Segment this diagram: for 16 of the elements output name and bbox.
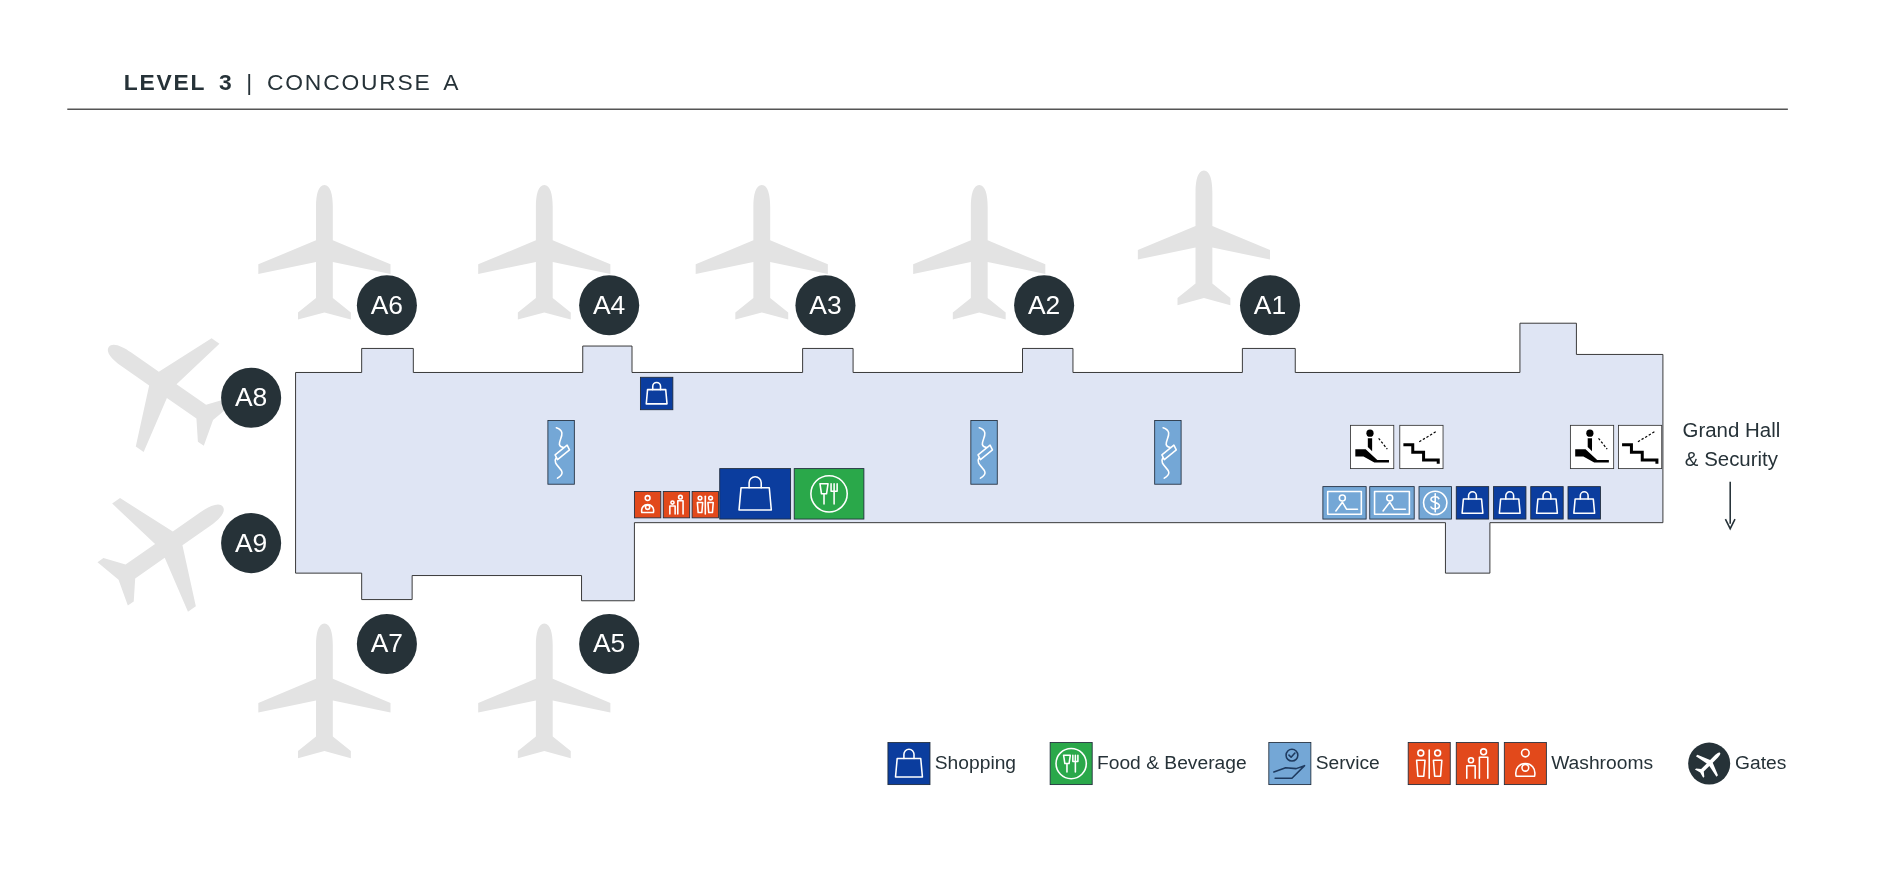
legend-label: Food & Beverage <box>1097 751 1247 775</box>
gate-marker: A9 <box>221 513 282 574</box>
gate-marker: A1 <box>1240 275 1301 336</box>
gate-marker: A8 <box>221 367 282 428</box>
gate-marker: A4 <box>579 275 640 336</box>
legend-label: Gates <box>1735 751 1787 775</box>
gate-marker: A3 <box>795 275 856 336</box>
gate-marker: A2 <box>1014 275 1075 336</box>
legend-label: Shopping <box>934 751 1017 775</box>
gate-marker: A6 <box>356 275 417 336</box>
legend-label: Washrooms <box>1551 751 1653 775</box>
gate-marker: A5 <box>579 614 640 675</box>
page-title: LEVEL 3 | CONCOURSE A <box>123 69 461 97</box>
destination-label: Grand Hall & Security <box>1681 418 1782 473</box>
legend-label: Service <box>1315 751 1380 775</box>
gate-marker: A7 <box>356 614 417 675</box>
